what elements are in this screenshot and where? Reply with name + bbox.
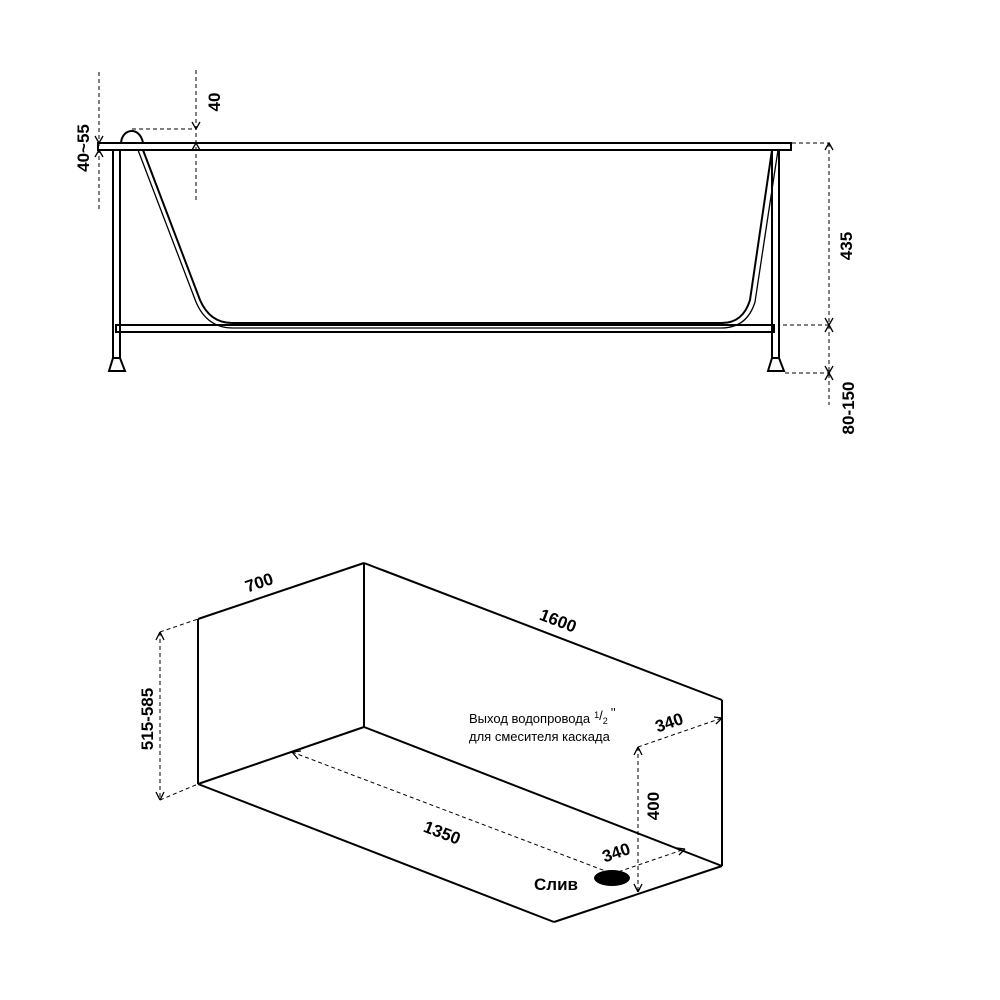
dim-tub-depth: 435 xyxy=(837,232,856,260)
side-view: 40~55 40 435 80-150 xyxy=(74,70,858,434)
dim-drain-offset: 340 xyxy=(600,839,633,866)
drain-hole xyxy=(594,870,630,886)
box-edge-top-long xyxy=(363,562,723,701)
iso-view: 515-585 700 1600 1350 340 400 340 Слив В… xyxy=(138,562,723,923)
dim-pipe-height: 400 xyxy=(644,792,663,820)
tub-body xyxy=(142,149,773,324)
dim-leg-adjust: 80-150 xyxy=(839,382,858,435)
overflow-bump xyxy=(120,130,144,144)
right-foot xyxy=(766,357,786,372)
dim-inner-length: 1350 xyxy=(421,817,463,848)
drain-label: Слив xyxy=(534,875,578,894)
box-edge-bottom-short xyxy=(197,726,365,785)
left-foot xyxy=(107,357,127,372)
tub-rim xyxy=(97,142,792,151)
dim-height: 515-585 xyxy=(138,688,157,750)
frame-crossbar xyxy=(115,324,775,333)
tub-body-outer xyxy=(137,149,779,329)
box-edge-front-short xyxy=(553,865,723,923)
pipe-note-line2: для смесителя каскада xyxy=(469,729,611,744)
dim-rim-height: 40~55 xyxy=(74,124,93,172)
dim-overflow-offset: 40 xyxy=(205,93,224,112)
dim-width: 700 xyxy=(243,569,276,596)
box-edge-front-bottom xyxy=(197,783,555,923)
box-edge-top-short xyxy=(197,562,365,620)
box-edge-bottom-long xyxy=(363,726,723,867)
